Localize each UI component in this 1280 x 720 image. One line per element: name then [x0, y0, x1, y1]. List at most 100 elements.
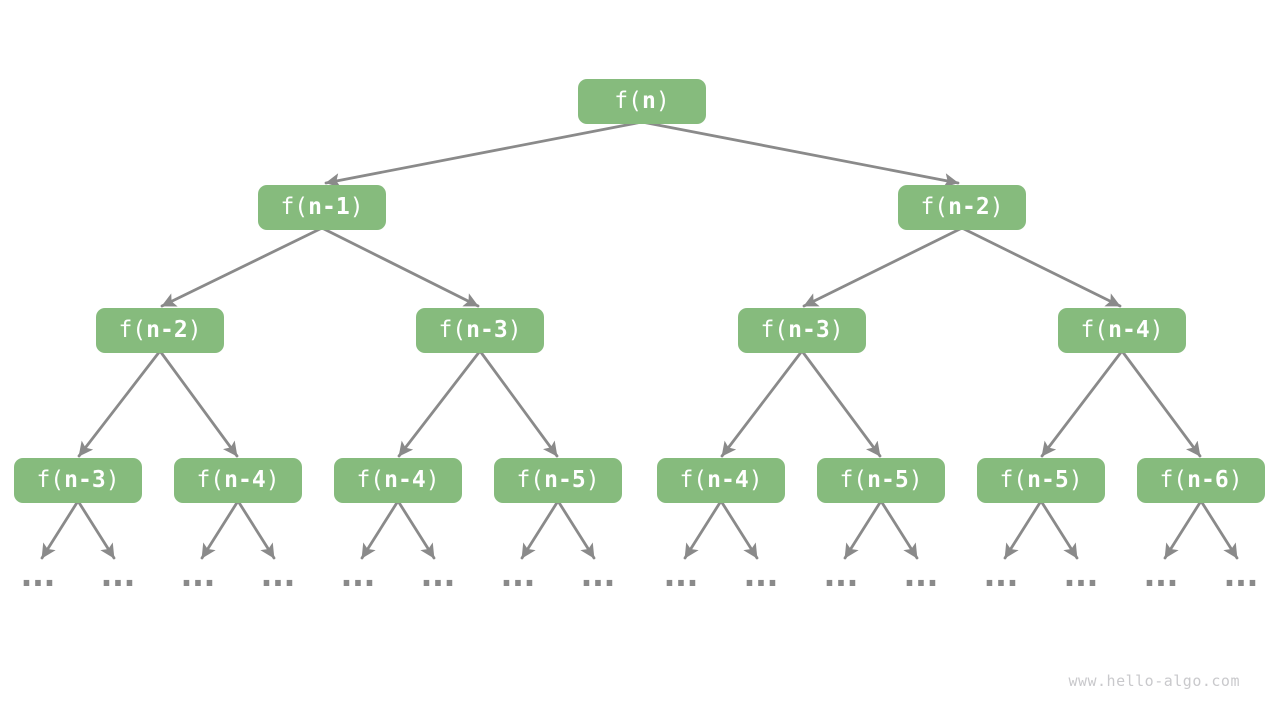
edge-arrow — [556, 499, 596, 560]
node-label-arg: n-6 — [1187, 467, 1229, 493]
edge-arrow — [879, 499, 919, 560]
tree-node: f(n-2) — [898, 185, 1026, 230]
ellipsis-leaf: ... — [1139, 555, 1182, 595]
edge-arrow — [1003, 499, 1043, 560]
ellipsis-leaf: ... — [176, 555, 219, 595]
node-label-arg: n-2 — [948, 194, 990, 220]
node-label-prefix: f( — [760, 317, 789, 343]
edge-arrow — [324, 120, 644, 188]
node-label-suffix: ) — [585, 467, 600, 493]
tree-node: f(n-6) — [1137, 458, 1265, 503]
node-label-suffix: ) — [1228, 467, 1243, 493]
node-label-suffix: ) — [187, 317, 202, 343]
node-label-suffix: ) — [265, 467, 280, 493]
edge-arrow — [320, 226, 480, 308]
ellipsis-leaf: ... — [256, 555, 299, 595]
node-label-prefix: f( — [118, 317, 147, 343]
node-label-prefix: f( — [516, 467, 545, 493]
ellipsis-leaf: ... — [1059, 555, 1102, 595]
edge-arrow — [40, 499, 80, 560]
node-label-suffix: ) — [105, 467, 120, 493]
node-label-suffix: ) — [989, 194, 1004, 220]
tree-node: f(n-4) — [174, 458, 302, 503]
tree-node: f(n-4) — [657, 458, 785, 503]
node-label-arg: n-5 — [867, 467, 909, 493]
node-label-arg: n-3 — [466, 317, 508, 343]
edge-arrow — [719, 499, 759, 560]
node-label-suffix: ) — [1149, 317, 1164, 343]
ellipsis-leaf: ... — [496, 555, 539, 595]
ellipsis-leaf: ... — [819, 555, 862, 595]
node-label-prefix: f( — [839, 467, 868, 493]
tree-node: f(n-1) — [258, 185, 386, 230]
node-label-arg: n-1 — [308, 194, 350, 220]
tree-node: f(n-3) — [416, 308, 544, 353]
node-label-prefix: f( — [679, 467, 708, 493]
node-label-arg: n-2 — [146, 317, 188, 343]
node-label-suffix: ) — [748, 467, 763, 493]
node-label-prefix: f( — [280, 194, 309, 220]
edge-arrow — [200, 499, 240, 560]
tree-node: f(n-5) — [977, 458, 1105, 503]
node-label-arg: n-3 — [64, 467, 106, 493]
node-label-arg: n-4 — [224, 467, 266, 493]
node-label-arg: n-4 — [707, 467, 749, 493]
node-label-prefix: f( — [1080, 317, 1109, 343]
node-label-arg: n-4 — [1108, 317, 1150, 343]
edge-arrow — [396, 499, 436, 560]
tree-node: f(n-4) — [334, 458, 462, 503]
node-label-arg: n-3 — [788, 317, 830, 343]
edge-arrow — [236, 499, 276, 560]
node-label-suffix: ) — [425, 467, 440, 493]
edge-arrow — [802, 226, 964, 308]
edge-arrow — [1199, 499, 1239, 560]
edge-arrow — [1163, 499, 1203, 560]
node-label-suffix: ) — [655, 88, 670, 114]
node-label-arg: n-4 — [384, 467, 426, 493]
ellipsis-leaf: ... — [96, 555, 139, 595]
node-label-prefix: f( — [614, 88, 642, 114]
edge-arrow — [160, 226, 324, 308]
tree-node: f(n-2) — [96, 308, 224, 353]
ellipsis-leaf: ... — [739, 555, 782, 595]
tree-node: f(n-4) — [1058, 308, 1186, 353]
node-label-prefix: f( — [356, 467, 385, 493]
edge-arrow — [800, 349, 882, 458]
ellipsis-leaf: ... — [979, 555, 1022, 595]
tree-node: f(n-5) — [817, 458, 945, 503]
tree-node: f(n-3) — [14, 458, 142, 503]
node-label-prefix: f( — [920, 194, 949, 220]
edge-arrow — [683, 499, 723, 560]
tree-node: f(n-3) — [738, 308, 866, 353]
node-label-suffix: ) — [507, 317, 522, 343]
edge-arrow — [960, 226, 1122, 308]
node-label-prefix: f( — [36, 467, 65, 493]
node-label-prefix: f( — [196, 467, 225, 493]
node-label-prefix: f( — [438, 317, 467, 343]
edge-arrow — [76, 499, 116, 560]
node-label-suffix: ) — [1068, 467, 1083, 493]
ellipsis-leaf: ... — [416, 555, 459, 595]
edge-arrow — [720, 349, 804, 458]
node-label-arg: n — [641, 88, 656, 114]
edge-arrow — [640, 120, 960, 188]
node-label-suffix: ) — [908, 467, 923, 493]
edge-arrow — [1040, 349, 1124, 458]
node-label-arg: n-5 — [1027, 467, 1069, 493]
node-label-arg: n-5 — [544, 467, 586, 493]
node-label-prefix: f( — [999, 467, 1028, 493]
ellipsis-leaf: ... — [576, 555, 619, 595]
node-label-suffix: ) — [829, 317, 844, 343]
edge-arrow — [1120, 349, 1202, 458]
edge-arrow — [360, 499, 400, 560]
edge-arrow — [478, 349, 559, 458]
edge-arrow — [520, 499, 560, 560]
node-label-suffix: ) — [349, 194, 364, 220]
edge-arrow — [843, 499, 883, 560]
ellipsis-leaf: ... — [1219, 555, 1262, 595]
tree-node: f(n-5) — [494, 458, 622, 503]
watermark-text: www.hello-algo.com — [1068, 672, 1240, 690]
ellipsis-leaf: ... — [659, 555, 702, 595]
